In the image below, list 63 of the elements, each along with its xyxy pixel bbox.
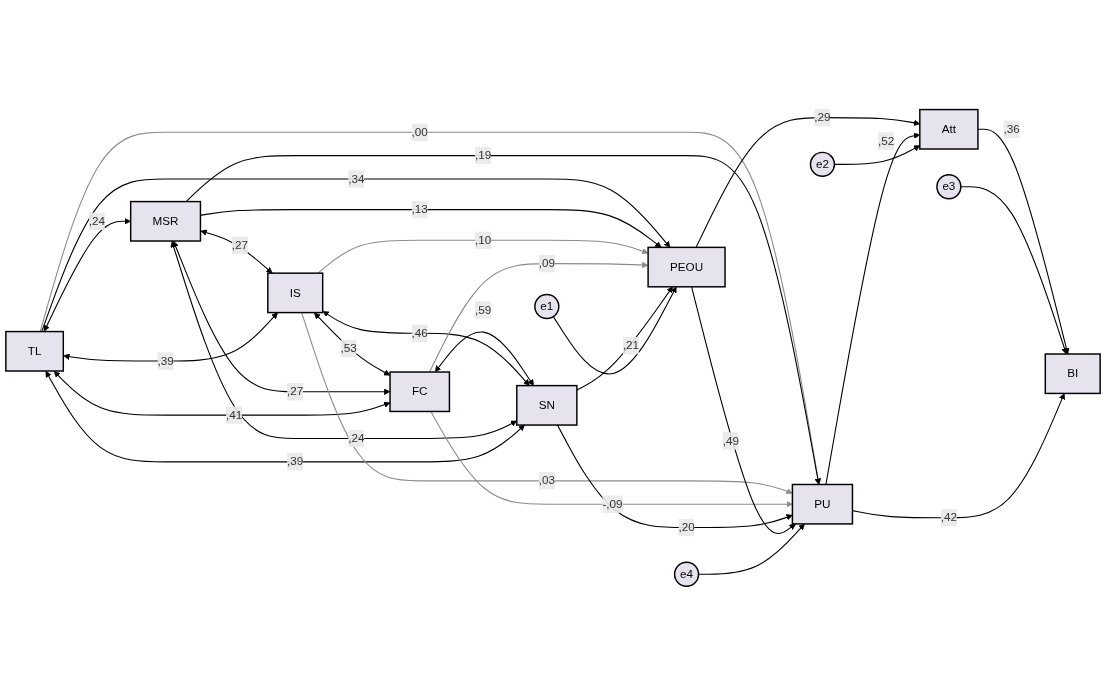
edge-label: ,42 — [940, 511, 957, 525]
node-box: SN — [516, 385, 578, 427]
node-box: IS — [267, 272, 324, 314]
arrow — [322, 311, 530, 387]
arrow — [314, 312, 391, 377]
edge-label: ,53 — [340, 342, 357, 355]
edge-label: ,52 — [878, 134, 895, 148]
node-circle: e1 — [534, 294, 560, 320]
arrow — [552, 286, 677, 375]
arrow — [576, 286, 673, 391]
node-circle: e3 — [936, 174, 962, 200]
edge-label: ,09 — [538, 257, 555, 270]
edge-label: ,27 — [231, 239, 249, 252]
arrow — [185, 155, 821, 486]
node-circle: e2 — [809, 152, 836, 178]
edge-label: ,00 — [411, 126, 428, 139]
edge-label: ,29 — [814, 111, 831, 124]
arrow — [41, 178, 671, 333]
edge-label: ,39 — [157, 354, 174, 368]
node-box: FC — [389, 371, 451, 413]
node-box: MSR — [129, 201, 202, 243]
arrow — [977, 129, 1070, 355]
node-box: PEOU — [647, 247, 726, 288]
edge-label: ,10 — [474, 234, 492, 247]
arrow — [53, 371, 391, 417]
arrow — [556, 424, 793, 529]
node-circle: e4 — [673, 562, 700, 588]
arrow — [301, 312, 793, 495]
edge-label: ,03 — [538, 474, 555, 488]
edge-label: ,27 — [287, 385, 304, 399]
edge-label: ,39 — [287, 455, 304, 469]
arrow — [691, 286, 796, 535]
arrow — [43, 218, 131, 333]
edge-label: ,21 — [622, 339, 640, 352]
arrow — [45, 371, 525, 463]
arrow — [430, 411, 793, 508]
edge-label: ,36 — [1003, 123, 1020, 136]
node-box: TL — [5, 331, 65, 373]
arrow — [63, 312, 278, 363]
node-box: BI — [1044, 353, 1101, 395]
edge-label: ,24 — [348, 432, 365, 445]
edge-label: ,49 — [722, 434, 739, 448]
edge-label: ,34 — [348, 172, 365, 186]
edge-label: ,59 — [474, 303, 492, 317]
edge-label: -,09 — [602, 498, 623, 511]
edge-label: ,41 — [226, 408, 243, 422]
node-box: PU — [791, 484, 854, 526]
edge-label: ,19 — [474, 149, 492, 162]
arrow — [172, 241, 391, 396]
arrow — [317, 240, 649, 275]
arrow — [698, 524, 805, 576]
arrow — [428, 262, 649, 373]
edge-label: ,46 — [411, 327, 428, 340]
edge-label: ,24 — [88, 215, 106, 228]
arrow — [960, 186, 1068, 355]
arrow — [434, 331, 534, 387]
node-box: Att — [919, 109, 979, 151]
arrow — [200, 229, 273, 274]
edge-label: ,20 — [678, 521, 695, 534]
edge-label: ,13 — [411, 203, 428, 216]
arrow — [39, 132, 822, 486]
arrow — [695, 117, 921, 249]
arrow — [825, 133, 921, 486]
